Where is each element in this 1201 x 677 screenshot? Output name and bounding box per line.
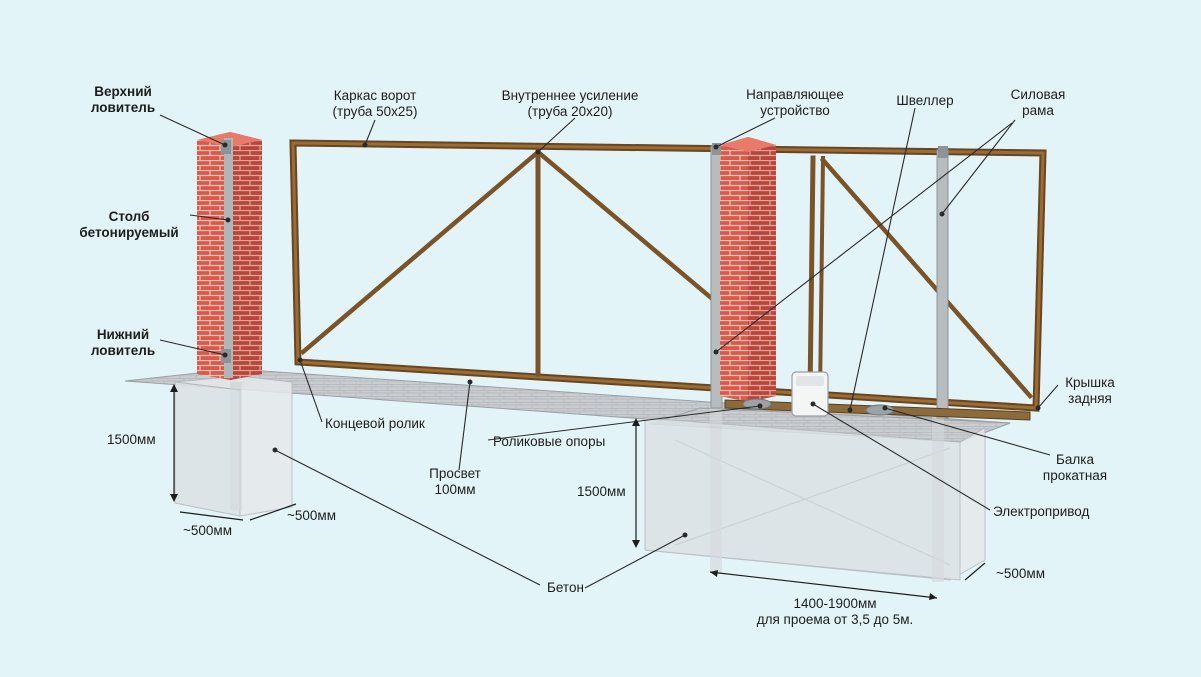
dim-width-left-2: ~500мм <box>287 508 336 523</box>
concrete-block-left <box>174 375 293 517</box>
label-concrete: Бетон <box>547 580 584 595</box>
dim-length: 1400-1900мм для проема от 3,5 до 5м. <box>756 596 914 627</box>
label-guide-device: Направляющее устройство <box>746 87 844 118</box>
leader-dots <box>222 142 1041 538</box>
label-back-cap: Крышка задняя <box>1065 375 1115 406</box>
label-drive: Электропривод <box>993 504 1090 519</box>
label-top-catcher: Верхний ловитель <box>90 84 156 115</box>
label-post: Столб бетонируемый <box>79 209 179 240</box>
label-roller-supports: Роликовые опоры <box>493 434 606 449</box>
label-beam: Балка прокатная <box>1042 452 1108 483</box>
label-frame: Каркас ворот (труба 50x25) <box>332 88 418 119</box>
label-clearance: Просвет 100мм <box>429 466 481 497</box>
dim-depth-right: 1500мм <box>577 484 626 499</box>
label-bottom-catcher: Нижний ловитель <box>90 327 156 358</box>
dim-width-right: ~500мм <box>996 566 1045 581</box>
label-inner-reinforcement: Внутреннее усиление (труба 20x20) <box>501 88 639 119</box>
label-end-roller: Концевой ролик <box>325 416 425 431</box>
leader-lines <box>159 107 1059 589</box>
dim-width-left-1: ~500мм <box>183 523 232 538</box>
brick-pillar-left <box>197 132 262 380</box>
guide-posts <box>710 145 949 419</box>
concrete-block-right <box>644 405 986 582</box>
dimension-lines <box>173 386 986 599</box>
dimension-arrows <box>170 384 937 600</box>
dim-depth-left: 1500мм <box>107 432 156 447</box>
label-channel: Швеллер <box>896 93 954 108</box>
label-power-frame: Силовая рама <box>1010 87 1066 118</box>
brick-pillar-right <box>712 137 776 402</box>
electric-drive <box>791 371 829 417</box>
gate-frame <box>289 139 1047 412</box>
